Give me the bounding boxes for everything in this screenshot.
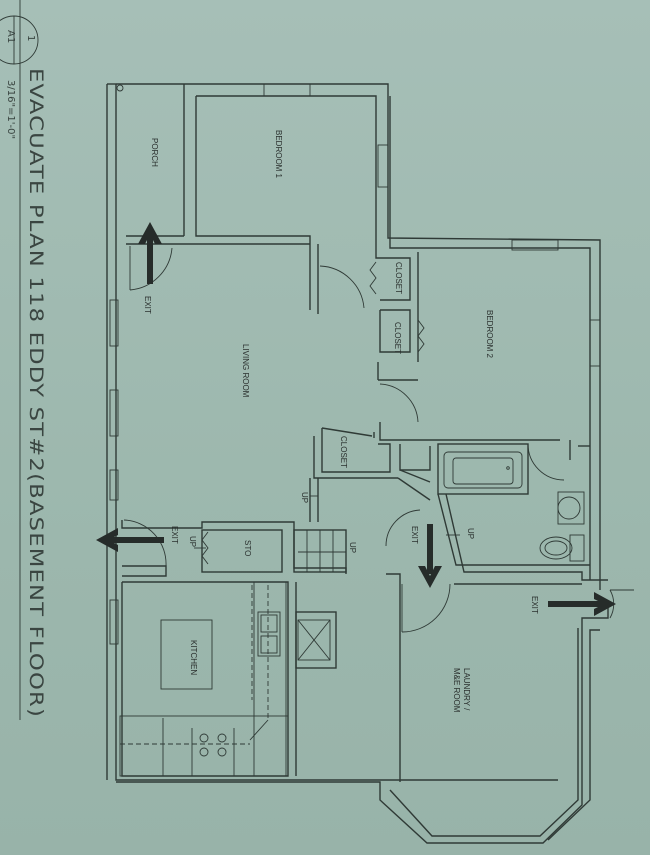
stair-direction-marks [194,495,460,553]
exit-label-left: EXIT [170,526,179,544]
interior-walls [109,83,608,782]
exit-arrows [96,222,616,616]
label-closet-b: CLOSET [393,322,402,354]
door-swings [123,246,634,633]
sheet-number: A1 [5,30,16,43]
exit-arrow-right-icon [548,592,616,616]
exit-arrow-left-icon [96,528,164,552]
exit-label-down: EXIT [410,526,419,544]
label-living-room: LIVING ROOM [241,344,250,398]
exit-labels: EXIT EXIT EXIT EXIT UP UP UP UP [143,296,539,614]
up-label-living: UP [300,492,309,503]
exterior-walls [106,83,609,844]
scale-label: 3/16"=1'-0" [5,80,16,139]
label-kitchen: KITCHEN [189,640,198,675]
label-bedroom-2: BEDROOM 2 [485,310,494,359]
label-laundry-line2: M&E ROOM [452,668,461,713]
exit-arrow-down-icon [418,524,442,588]
title-block: 1 A1 3/16"=1'-0" EVACUATE PLAN 118 EDDY … [0,0,47,720]
up-label-entry: UP [188,536,197,547]
detail-number: 1 [25,35,36,41]
room-labels: PORCH BEDROOM 1 CLOSET CLOSET BEDROOM 2 … [150,130,494,713]
label-closet-a: CLOSET [394,262,403,294]
exit-label-porch: EXIT [143,296,152,314]
label-storage: STO [243,540,252,556]
label-laundry-line1: LAUNDRY / [462,668,471,711]
up-label-stair: UP [348,542,357,553]
exit-label-right: EXIT [530,596,539,614]
label-porch: PORCH [150,138,159,167]
label-bedroom-1: BEDROOM 1 [274,130,283,179]
exit-arrow-up-icon [138,222,162,284]
up-label-bath: UP [466,528,475,539]
label-closet-c: CLOSET [339,436,348,468]
plan-title: EVACUATE PLAN 118 EDDY ST#2(BASEMENT FLO… [25,68,47,718]
